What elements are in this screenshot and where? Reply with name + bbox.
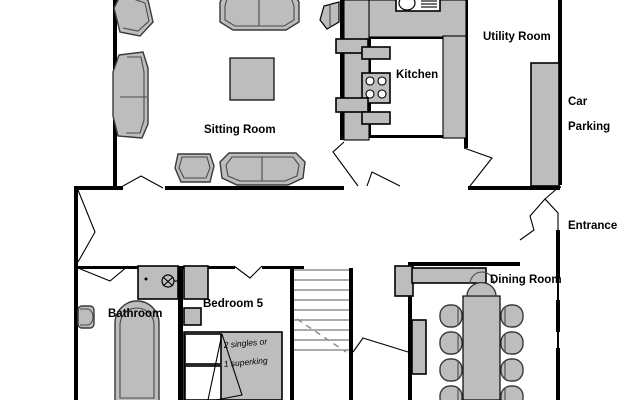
kitchen-counter-right — [442, 35, 467, 139]
bed-superking — [183, 331, 283, 400]
door-hall-to-kitchen-mid — [366, 171, 401, 187]
wall-hall-bottom-mid2 — [188, 266, 235, 269]
dining-room-furniture — [411, 267, 524, 400]
label-entrance: Entrance — [568, 220, 617, 232]
kitchen-fittings — [335, 0, 467, 141]
bedroom5-furniture: 2 singles or 1 superking — [183, 265, 283, 400]
wash-basin — [77, 305, 95, 329]
dining-chairs-right — [500, 304, 524, 400]
door-bathroom — [77, 265, 129, 282]
wall-utility-right-lower — [558, 63, 562, 185]
sofa-left-wall — [112, 51, 149, 139]
dining-chair-head — [466, 271, 497, 297]
wall-stair-right — [349, 268, 353, 400]
wall-hall-bottom-mid3 — [262, 266, 304, 269]
sink-with-drainer — [395, 0, 441, 12]
nightstand-upper — [183, 265, 209, 300]
armchair-top-left — [113, 0, 154, 37]
dining-chair — [439, 304, 463, 328]
parking-bay-wall — [530, 62, 560, 187]
dining-chair — [500, 358, 524, 382]
wc-and-cistern — [137, 265, 181, 300]
label-utility-room: Utility Room — [483, 31, 551, 43]
wall-hall-bottom-right — [468, 186, 560, 190]
door-bedroom5 — [233, 265, 263, 279]
wall-hall-bottom-left — [74, 266, 130, 269]
wall-sitting-bottom-left — [74, 186, 123, 190]
wall-dining-right-hairline — [557, 278, 559, 350]
hall-radiator-unit — [394, 265, 414, 297]
label-car-parking-line2: Parking — [568, 121, 610, 133]
label-kitchen: Kitchen — [396, 69, 438, 81]
dining-chair — [439, 358, 463, 382]
dining-chair — [439, 331, 463, 355]
door-sitting-room — [122, 175, 164, 189]
side-unit — [319, 1, 340, 30]
label-dining-room: Dining Room — [490, 274, 562, 286]
hall-boundary-upper — [77, 189, 96, 263]
wall-kitchen-left — [340, 0, 344, 140]
bed-note-line1: 2 singles or — [222, 336, 268, 350]
label-car-parking-line1: Car — [568, 96, 588, 108]
door-dining — [352, 337, 409, 353]
door-hall-right-jog — [544, 185, 561, 231]
armchair-bottom — [174, 153, 215, 183]
wall-dining-left — [408, 262, 412, 400]
staircase — [294, 269, 349, 353]
sideboard-left — [411, 319, 427, 375]
dining-chairs-left — [439, 304, 463, 400]
wall-sitting-bottom-right — [165, 186, 344, 190]
wall-bathroom-bedroom — [178, 266, 183, 400]
wall-dining-right-bottom — [556, 348, 560, 400]
dining-chair — [500, 331, 524, 355]
label-bedroom-5: Bedroom 5 — [203, 298, 264, 310]
sofa-top — [219, 0, 300, 31]
sideboard-top — [411, 267, 487, 284]
wall-bedroom-right — [290, 266, 294, 400]
bathtub — [114, 300, 160, 400]
dining-table — [462, 295, 501, 400]
peninsula-units — [335, 38, 391, 125]
label-sitting-room: Sitting Room — [204, 124, 276, 136]
nightstand-lower — [183, 307, 202, 326]
dining-chair — [439, 385, 463, 400]
label-bathroom: Bathroom — [108, 308, 162, 320]
coffee-table — [229, 57, 275, 101]
dining-chair — [500, 304, 524, 328]
bed-note-line2: 1 superking — [223, 355, 268, 369]
door-hall-to-kitchen-left — [332, 141, 359, 187]
wall-utility-right — [558, 0, 562, 65]
sofa-bottom — [219, 152, 306, 186]
wall-dining-top — [408, 262, 520, 266]
sitting-room-furniture — [112, 0, 340, 186]
bathroom-fittings — [77, 265, 181, 400]
wall-house-left-outer — [74, 186, 78, 400]
dining-chair — [500, 385, 524, 400]
wall-dining-right-upper — [556, 230, 560, 278]
wall-kitchen-inner-bottom — [368, 135, 468, 138]
room-labels: Sitting Room Kitchen Utility Room Car Pa… — [108, 31, 617, 320]
doors-group — [77, 141, 561, 353]
door-hall-right-jog2 — [519, 198, 546, 241]
door-hall-to-utility — [463, 147, 493, 187]
stair-direction-line — [296, 318, 347, 353]
